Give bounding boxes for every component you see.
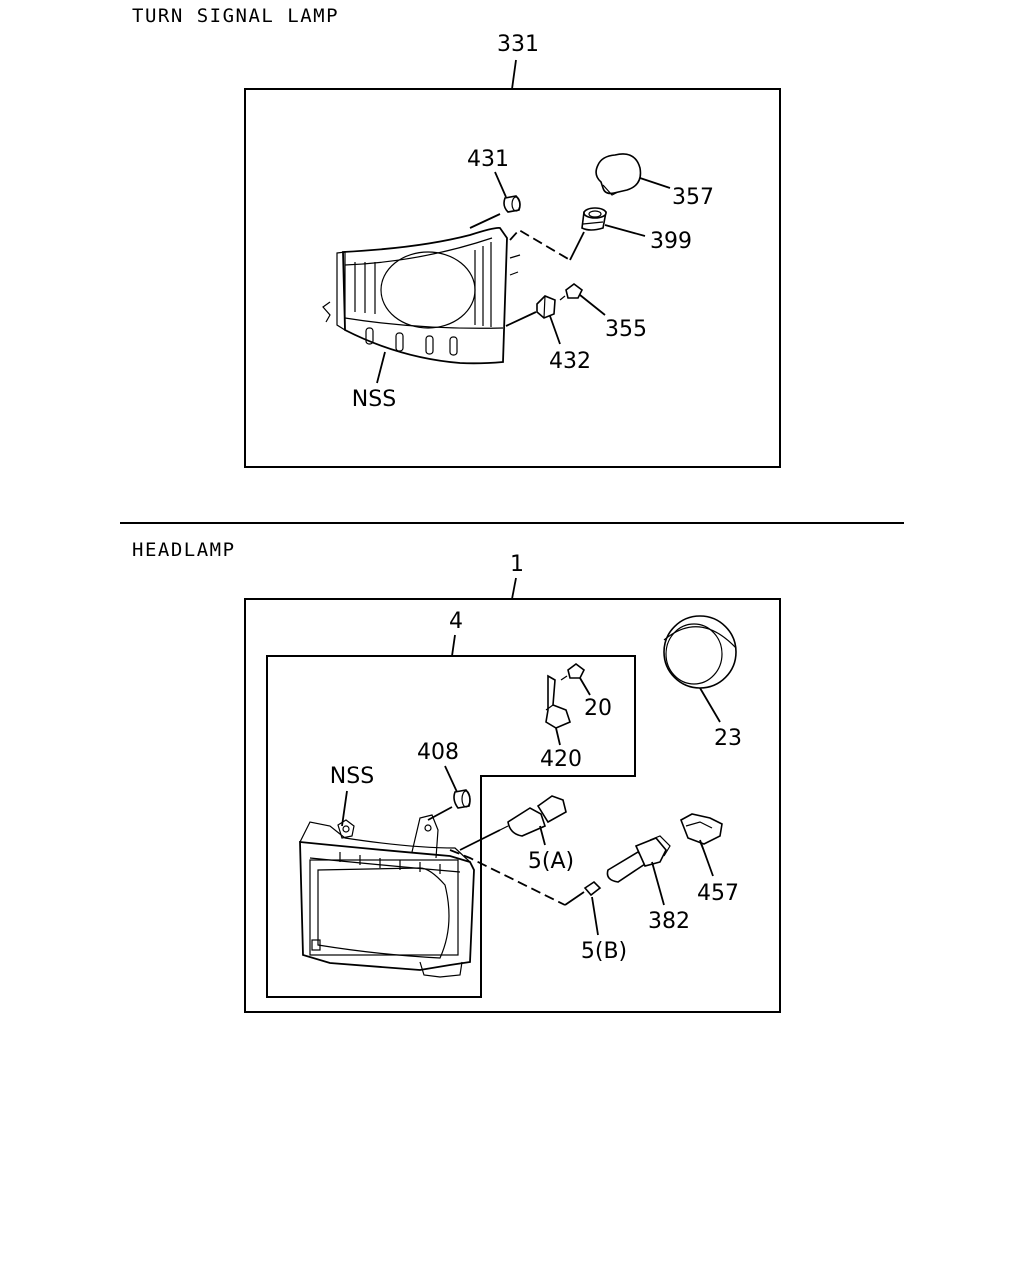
leader-4 (451, 634, 456, 657)
leader-432 (549, 315, 561, 345)
callout-nss-turn-signal: NSS (352, 387, 396, 412)
leader-nss-turn-signal (376, 351, 386, 384)
callout-357: 357 (672, 185, 714, 210)
leader-399 (604, 224, 646, 237)
leader-5b (591, 896, 599, 936)
bulb-357 (595, 153, 642, 196)
assembly-line-socket (509, 228, 571, 261)
socket-399 (581, 207, 607, 231)
leader-23 (699, 687, 721, 723)
headlamp-section-title: HEADLAMP (132, 539, 236, 561)
callout-432: 432 (549, 349, 591, 374)
callout-4: 4 (449, 609, 463, 634)
callout-382: 382 (648, 909, 690, 934)
turn-signal-assembly-frame (244, 88, 781, 468)
callout-457: 457 (697, 881, 739, 906)
screw-20 (560, 663, 586, 681)
turn-signal-lamp-section: TURN SIGNAL LAMP 331 (132, 5, 781, 468)
leader-431-to-housing (469, 213, 501, 229)
callout-5b: 5(B) (581, 939, 627, 964)
turn-signal-section-title: TURN SIGNAL LAMP (132, 5, 339, 27)
callout-1: 1 (510, 552, 524, 577)
clip-432 (536, 295, 556, 319)
callout-431: 431 (467, 147, 509, 172)
leader-20 (579, 677, 591, 696)
callout-408: 408 (417, 740, 459, 765)
callout-420: 420 (540, 747, 582, 772)
assembly-line-cap-end (564, 891, 585, 906)
leader-420 (555, 727, 561, 746)
leader-331 (511, 59, 517, 90)
cap-5b (583, 880, 602, 897)
ring-23 (663, 615, 737, 689)
leader-408 (444, 765, 458, 793)
grommet-408 (453, 789, 471, 809)
leader-431 (494, 171, 507, 198)
leader-nss-headlamp (341, 790, 348, 827)
assembly-line-cap (449, 849, 566, 906)
callout-nss-headlamp: NSS (330, 764, 374, 789)
callout-20: 20 (584, 696, 612, 721)
callout-23: 23 (714, 726, 742, 751)
bulb-5a (499, 795, 567, 837)
callout-5a: 5(A) (528, 849, 574, 874)
leader-432-to-housing (505, 311, 537, 327)
leader-382 (651, 861, 665, 906)
leader-355 (579, 294, 606, 316)
callout-399: 399 (650, 229, 692, 254)
assembly-line-socket-end (569, 231, 585, 261)
headlamp-section: HEADLAMP 1 4 20 420 23 (132, 539, 781, 1013)
connector-457 (679, 813, 723, 857)
turn-signal-lamp-housing (322, 226, 521, 365)
leader-408-to-housing (427, 806, 453, 821)
bracket-420 (545, 674, 571, 729)
leader-357 (639, 177, 671, 189)
headlamp-unit-frame (266, 655, 636, 998)
bulb-382 (606, 835, 671, 883)
callout-331: 331 (497, 32, 539, 57)
callout-355: 355 (605, 317, 647, 342)
headlamp-assembly-frame (244, 598, 781, 1013)
leader-5a (539, 825, 546, 846)
grommet-431 (503, 195, 521, 213)
leader-5a-to-housing (459, 829, 501, 851)
screw-355 (559, 283, 584, 301)
leader-1 (511, 577, 517, 600)
headlamp-housing (299, 814, 475, 978)
leader-457 (699, 839, 714, 877)
